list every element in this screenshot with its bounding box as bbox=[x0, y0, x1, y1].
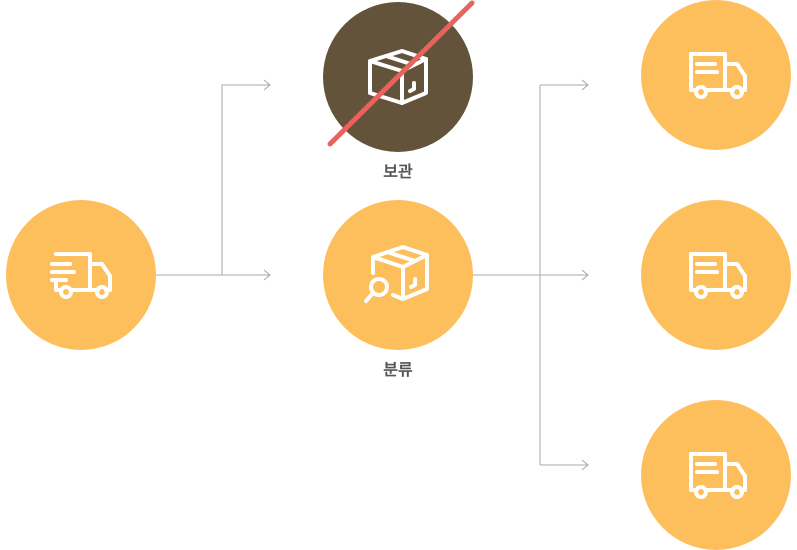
arrowhead-to-output-1 bbox=[581, 79, 589, 91]
storage-node bbox=[323, 2, 473, 152]
arrowhead-to-storage bbox=[263, 79, 271, 91]
delivery-truck-icon bbox=[689, 52, 747, 99]
delivery-truck-icon bbox=[50, 252, 112, 299]
output-node-1 bbox=[641, 0, 791, 150]
connector-source-trunk bbox=[156, 84, 270, 276]
delivery-truck-icon bbox=[689, 252, 747, 299]
output-node-3 bbox=[641, 400, 791, 550]
arrowhead-to-output-3 bbox=[581, 459, 589, 471]
arrowhead-to-sort bbox=[263, 269, 271, 281]
sort-node bbox=[323, 200, 473, 350]
output-node-2 bbox=[641, 200, 791, 350]
sort-label: 분류 bbox=[383, 360, 413, 379]
storage-label: 보관 bbox=[383, 162, 413, 181]
delivery-truck-icon bbox=[689, 452, 747, 499]
box-search-icon bbox=[364, 245, 429, 303]
source-node bbox=[6, 200, 156, 350]
box-icon bbox=[368, 49, 428, 105]
arrowhead-to-output-2 bbox=[581, 269, 589, 281]
